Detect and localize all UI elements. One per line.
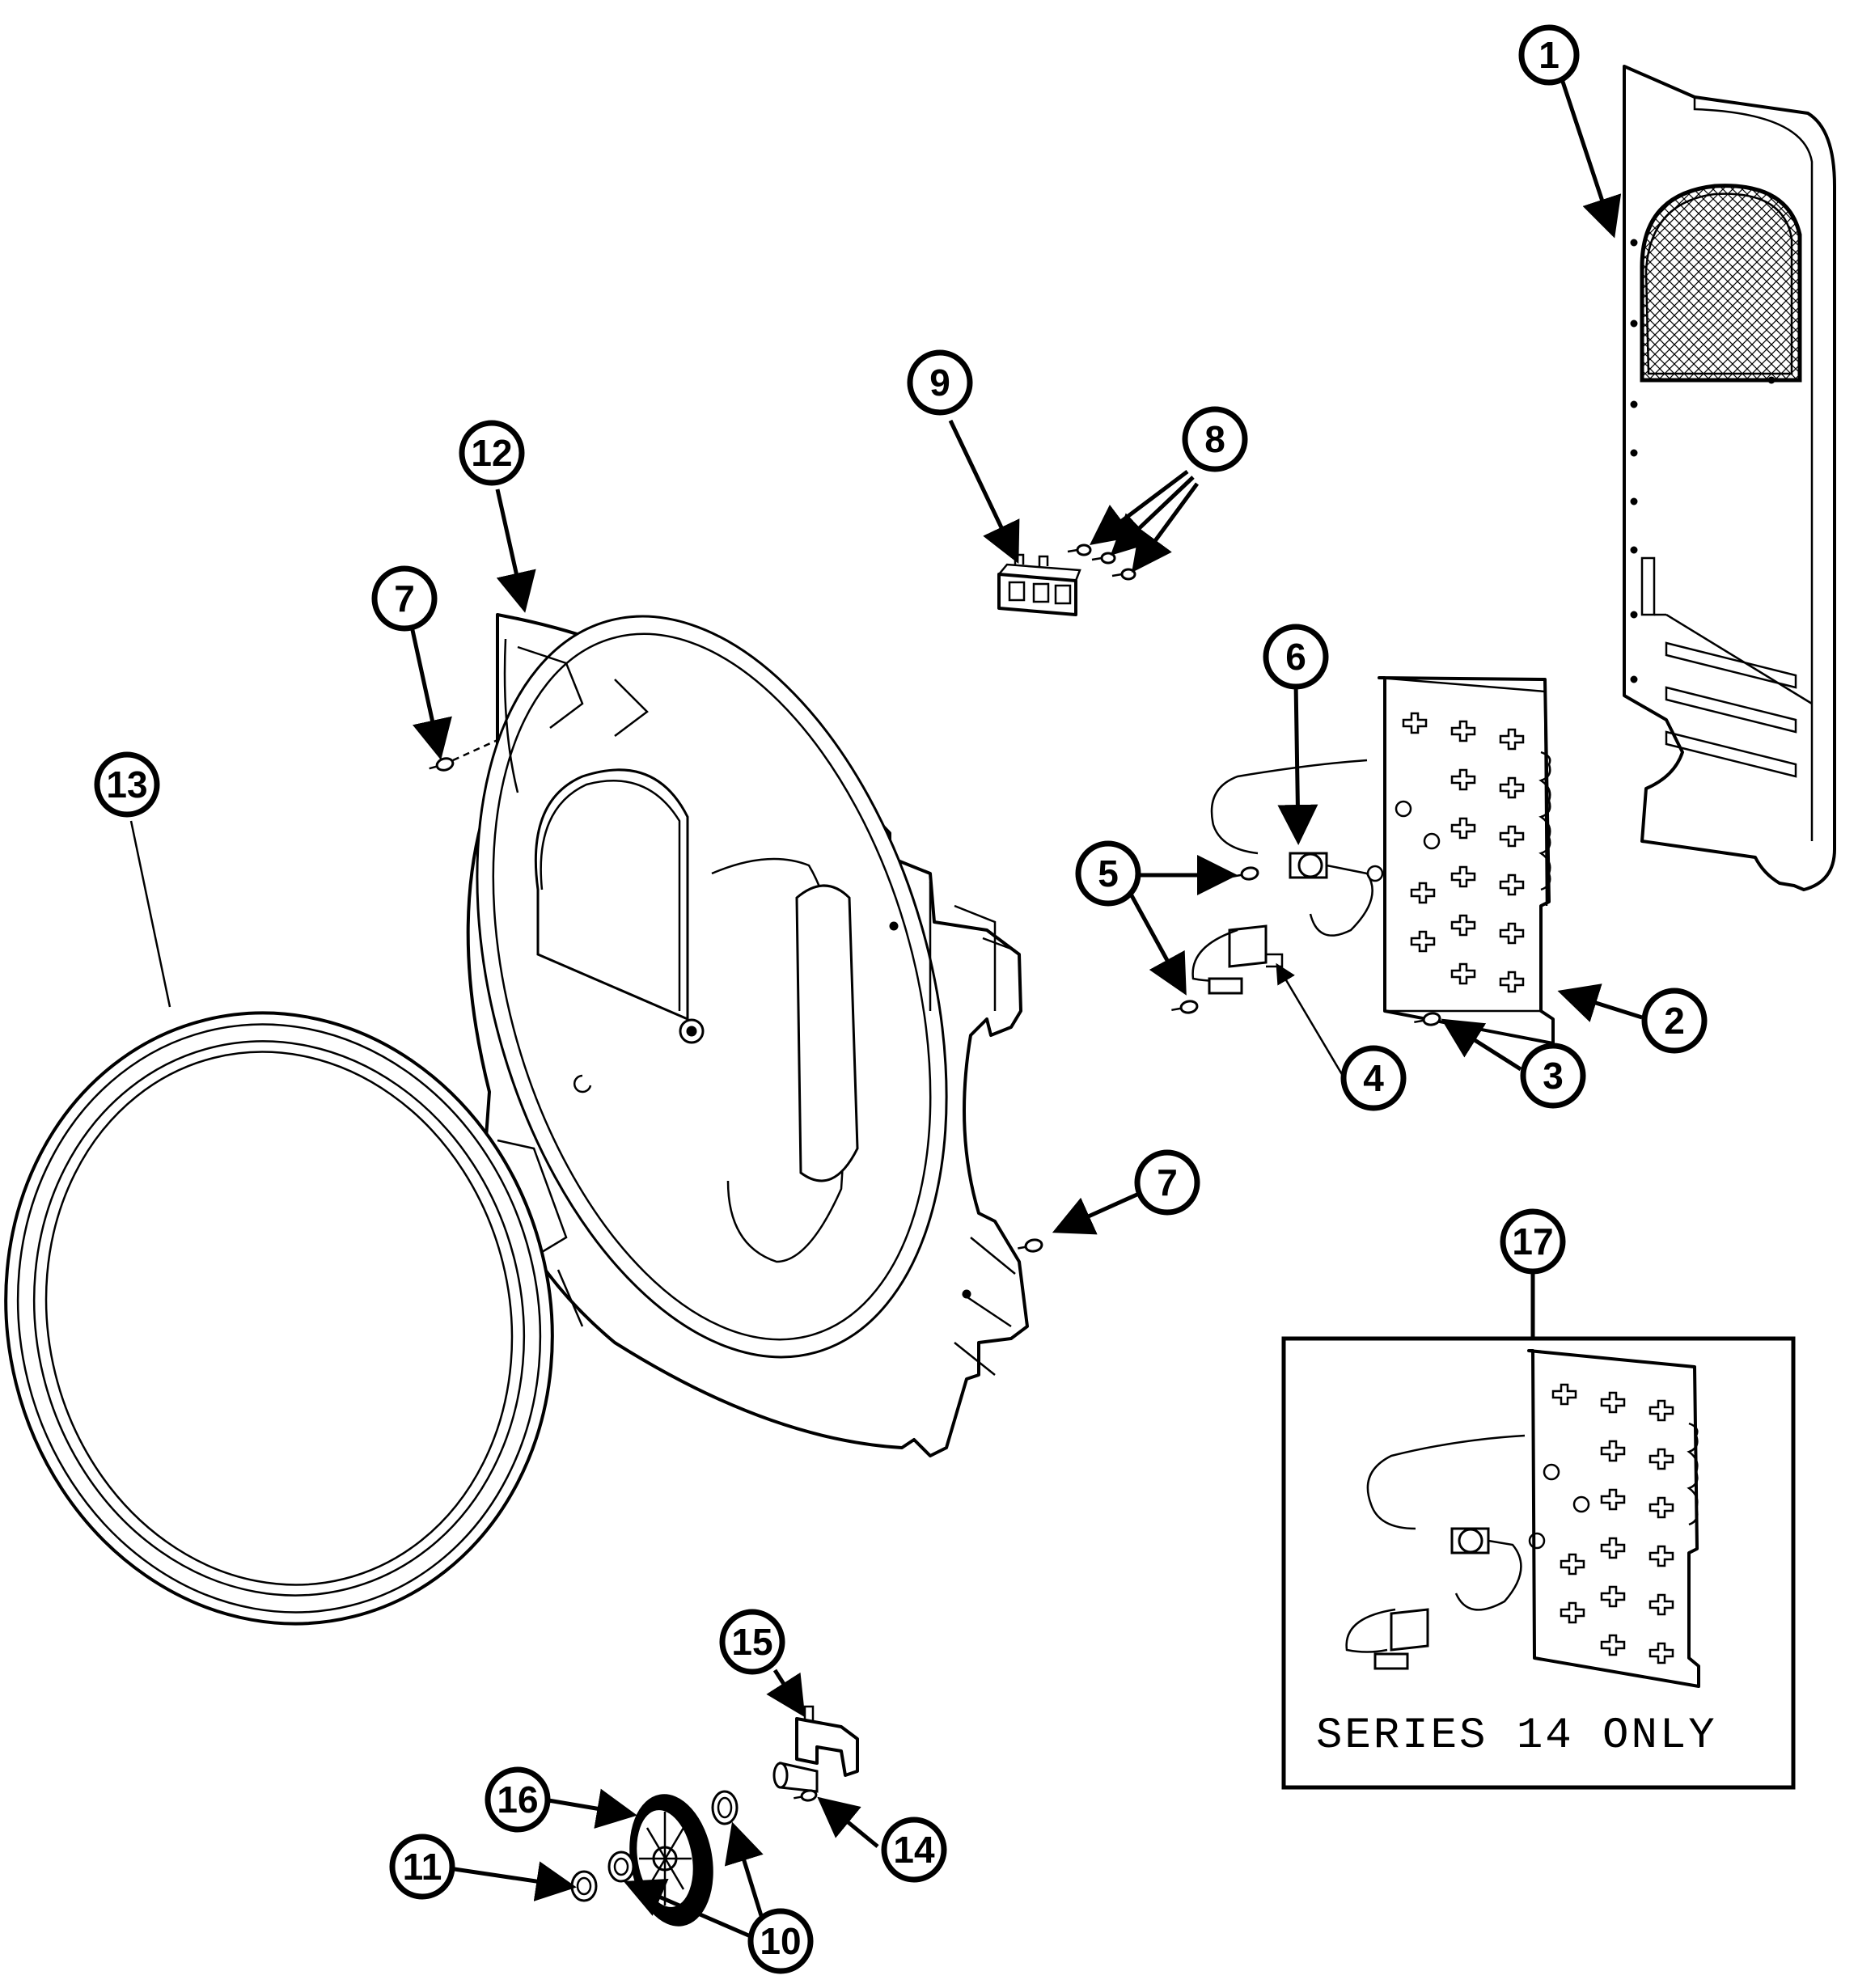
screws-8 xyxy=(1067,544,1136,581)
callout-12: 12 xyxy=(459,420,525,486)
callout-4: 4 xyxy=(1340,1045,1407,1111)
callout-7a: 7 xyxy=(371,565,438,632)
inset-caption: SERIES 14 ONLY xyxy=(1316,1711,1717,1761)
callout-10: 10 xyxy=(747,1908,814,1974)
leader-lines xyxy=(129,76,1643,1939)
callout-7b: 7 xyxy=(1134,1149,1200,1216)
callout-3: 3 xyxy=(1520,1043,1586,1109)
svg-text:14: 14 xyxy=(893,1829,935,1871)
svg-text:4: 4 xyxy=(1363,1057,1384,1099)
callout-8: 8 xyxy=(1182,406,1248,472)
svg-text:2: 2 xyxy=(1664,1000,1685,1042)
callout-2: 2 xyxy=(1641,988,1708,1054)
callout-5: 5 xyxy=(1075,840,1141,907)
svg-text:10: 10 xyxy=(760,1920,801,1962)
part-terminal-block xyxy=(997,553,1081,616)
callout-13: 13 xyxy=(94,751,160,818)
callout-1: 1 xyxy=(1518,24,1580,86)
svg-text:8: 8 xyxy=(1204,418,1225,460)
part-rear-panel xyxy=(1623,65,1836,891)
svg-text:9: 9 xyxy=(929,362,950,404)
part-seal-ring xyxy=(4,1011,554,1626)
callout-14: 14 xyxy=(881,1817,947,1883)
svg-text:3: 3 xyxy=(1543,1055,1564,1097)
callouts: 1 2 3 4 5 6 7 7 8 9 10 11 12 13 14 15 16… xyxy=(94,24,1708,1974)
svg-text:7: 7 xyxy=(1157,1161,1178,1203)
callout-9: 9 xyxy=(907,349,973,416)
svg-text:11: 11 xyxy=(403,1846,442,1888)
part-roller-assembly xyxy=(570,1705,859,1927)
part-heater-assembly xyxy=(1191,676,1555,1045)
part-bulkhead xyxy=(466,613,1029,1457)
svg-text:7: 7 xyxy=(394,577,415,620)
svg-text:12: 12 xyxy=(471,432,512,474)
screws-7 xyxy=(429,738,1043,1253)
callout-16: 16 xyxy=(485,1766,551,1833)
callout-11: 11 xyxy=(389,1834,455,1900)
svg-text:6: 6 xyxy=(1285,636,1306,678)
svg-text:5: 5 xyxy=(1098,852,1119,895)
svg-text:16: 16 xyxy=(497,1779,538,1821)
screws-3-5 xyxy=(1171,866,1441,1026)
svg-text:17: 17 xyxy=(1512,1220,1553,1263)
svg-text:15: 15 xyxy=(731,1621,772,1663)
callout-6: 6 xyxy=(1263,624,1329,690)
inset-series-14: SERIES 14 ONLY xyxy=(1281,1336,1796,1790)
callout-15: 15 xyxy=(719,1609,785,1675)
svg-text:13: 13 xyxy=(106,763,147,806)
callout-17: 17 xyxy=(1500,1208,1566,1275)
svg-text:1: 1 xyxy=(1538,34,1560,76)
